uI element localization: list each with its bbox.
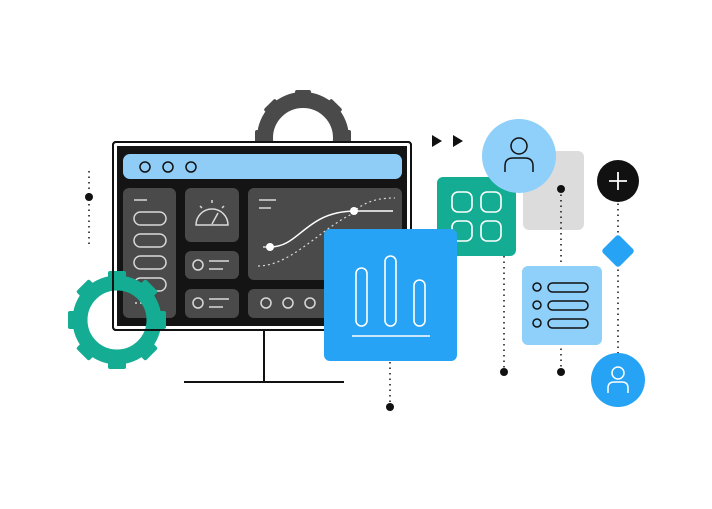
- gear-icon: [68, 271, 166, 369]
- user-icon: [591, 353, 645, 407]
- plus-icon: [597, 160, 639, 202]
- monitor-stand: [184, 330, 344, 383]
- list-icon: [522, 266, 602, 345]
- bar-chart-icon: [324, 229, 457, 361]
- play-arrows-icon: [432, 135, 463, 147]
- user-icon: [482, 119, 556, 193]
- toggle-panel: [185, 289, 239, 318]
- url-bar: [123, 154, 402, 179]
- connector-line: [85, 171, 93, 246]
- gauge-icon: [185, 188, 239, 242]
- connector-line: [500, 256, 508, 376]
- diamond-icon: [602, 235, 634, 267]
- toggle-panel: [185, 251, 239, 279]
- pagination-panel: [248, 289, 338, 318]
- connector-line: [557, 185, 565, 376]
- connector-line: [386, 362, 394, 411]
